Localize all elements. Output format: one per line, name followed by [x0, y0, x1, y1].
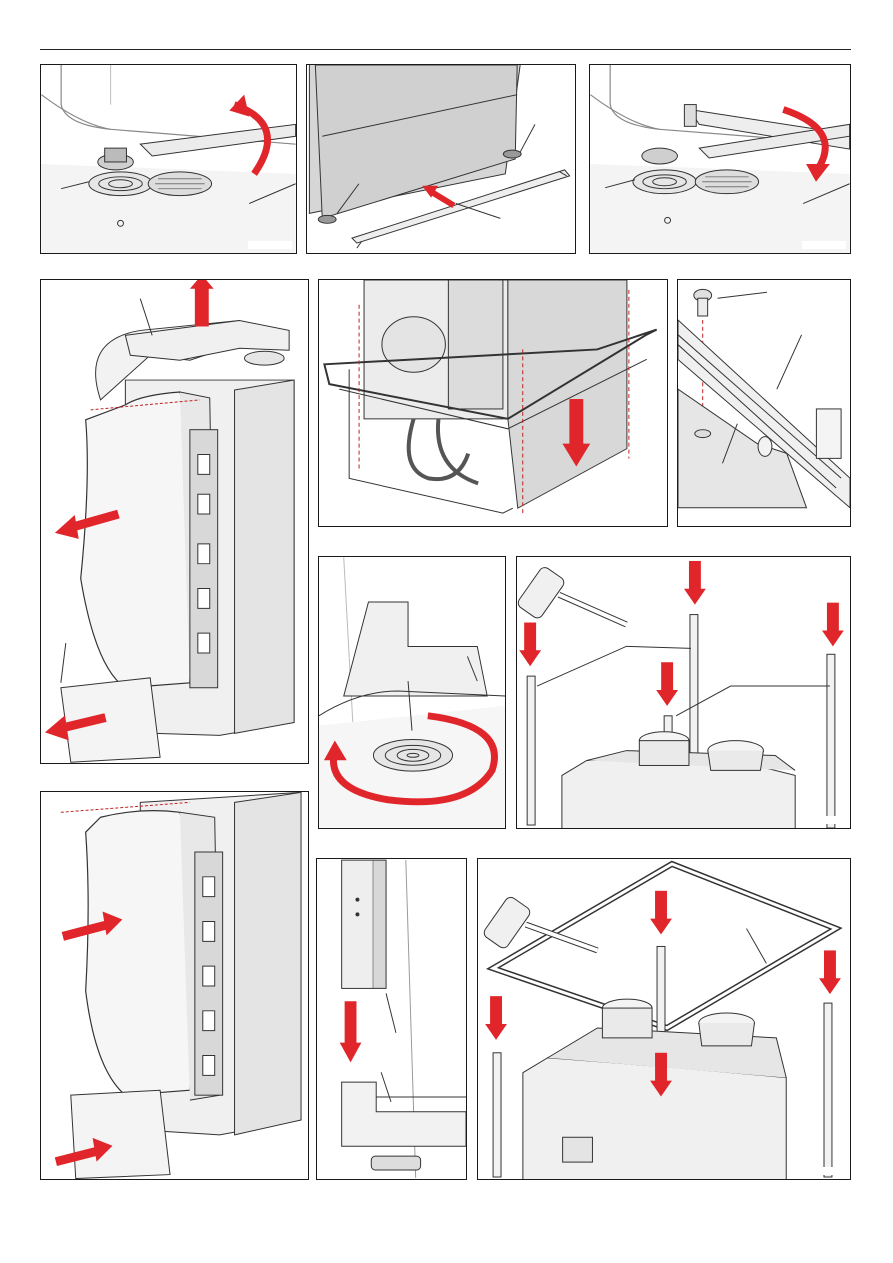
panel-fit-top-frame [477, 858, 851, 1180]
panel-screw-foot [589, 64, 851, 254]
panel-screw-detail [677, 279, 851, 527]
arrow-icon [490, 996, 502, 1026]
arrow-icon [827, 603, 839, 633]
panel-lower-frame [318, 279, 668, 527]
arrow-icon [569, 399, 583, 447]
panel-post-into-corner [316, 858, 467, 1180]
panel-rotate-foot [318, 556, 506, 829]
arrow-icon [345, 1001, 357, 1044]
panel-refit-covers [40, 791, 309, 1180]
arrow-icon [655, 1053, 667, 1083]
arrow-icon [524, 623, 536, 653]
mallet-icon [517, 565, 626, 624]
arrow-icon [655, 891, 667, 921]
arrow-icon [689, 561, 701, 591]
panel-remove-covers [40, 279, 309, 764]
header-rule [40, 49, 851, 50]
panel-insert-posts [516, 556, 851, 829]
panel-unscrew-foot [40, 64, 297, 254]
arrow-icon [195, 285, 209, 327]
panel-slide-bracket [306, 64, 576, 254]
arrow-icon [229, 95, 249, 117]
screw-icon [694, 289, 712, 316]
arrow-icon [661, 662, 673, 692]
arrow-icon [431, 192, 454, 206]
arrow-icon [824, 950, 836, 980]
